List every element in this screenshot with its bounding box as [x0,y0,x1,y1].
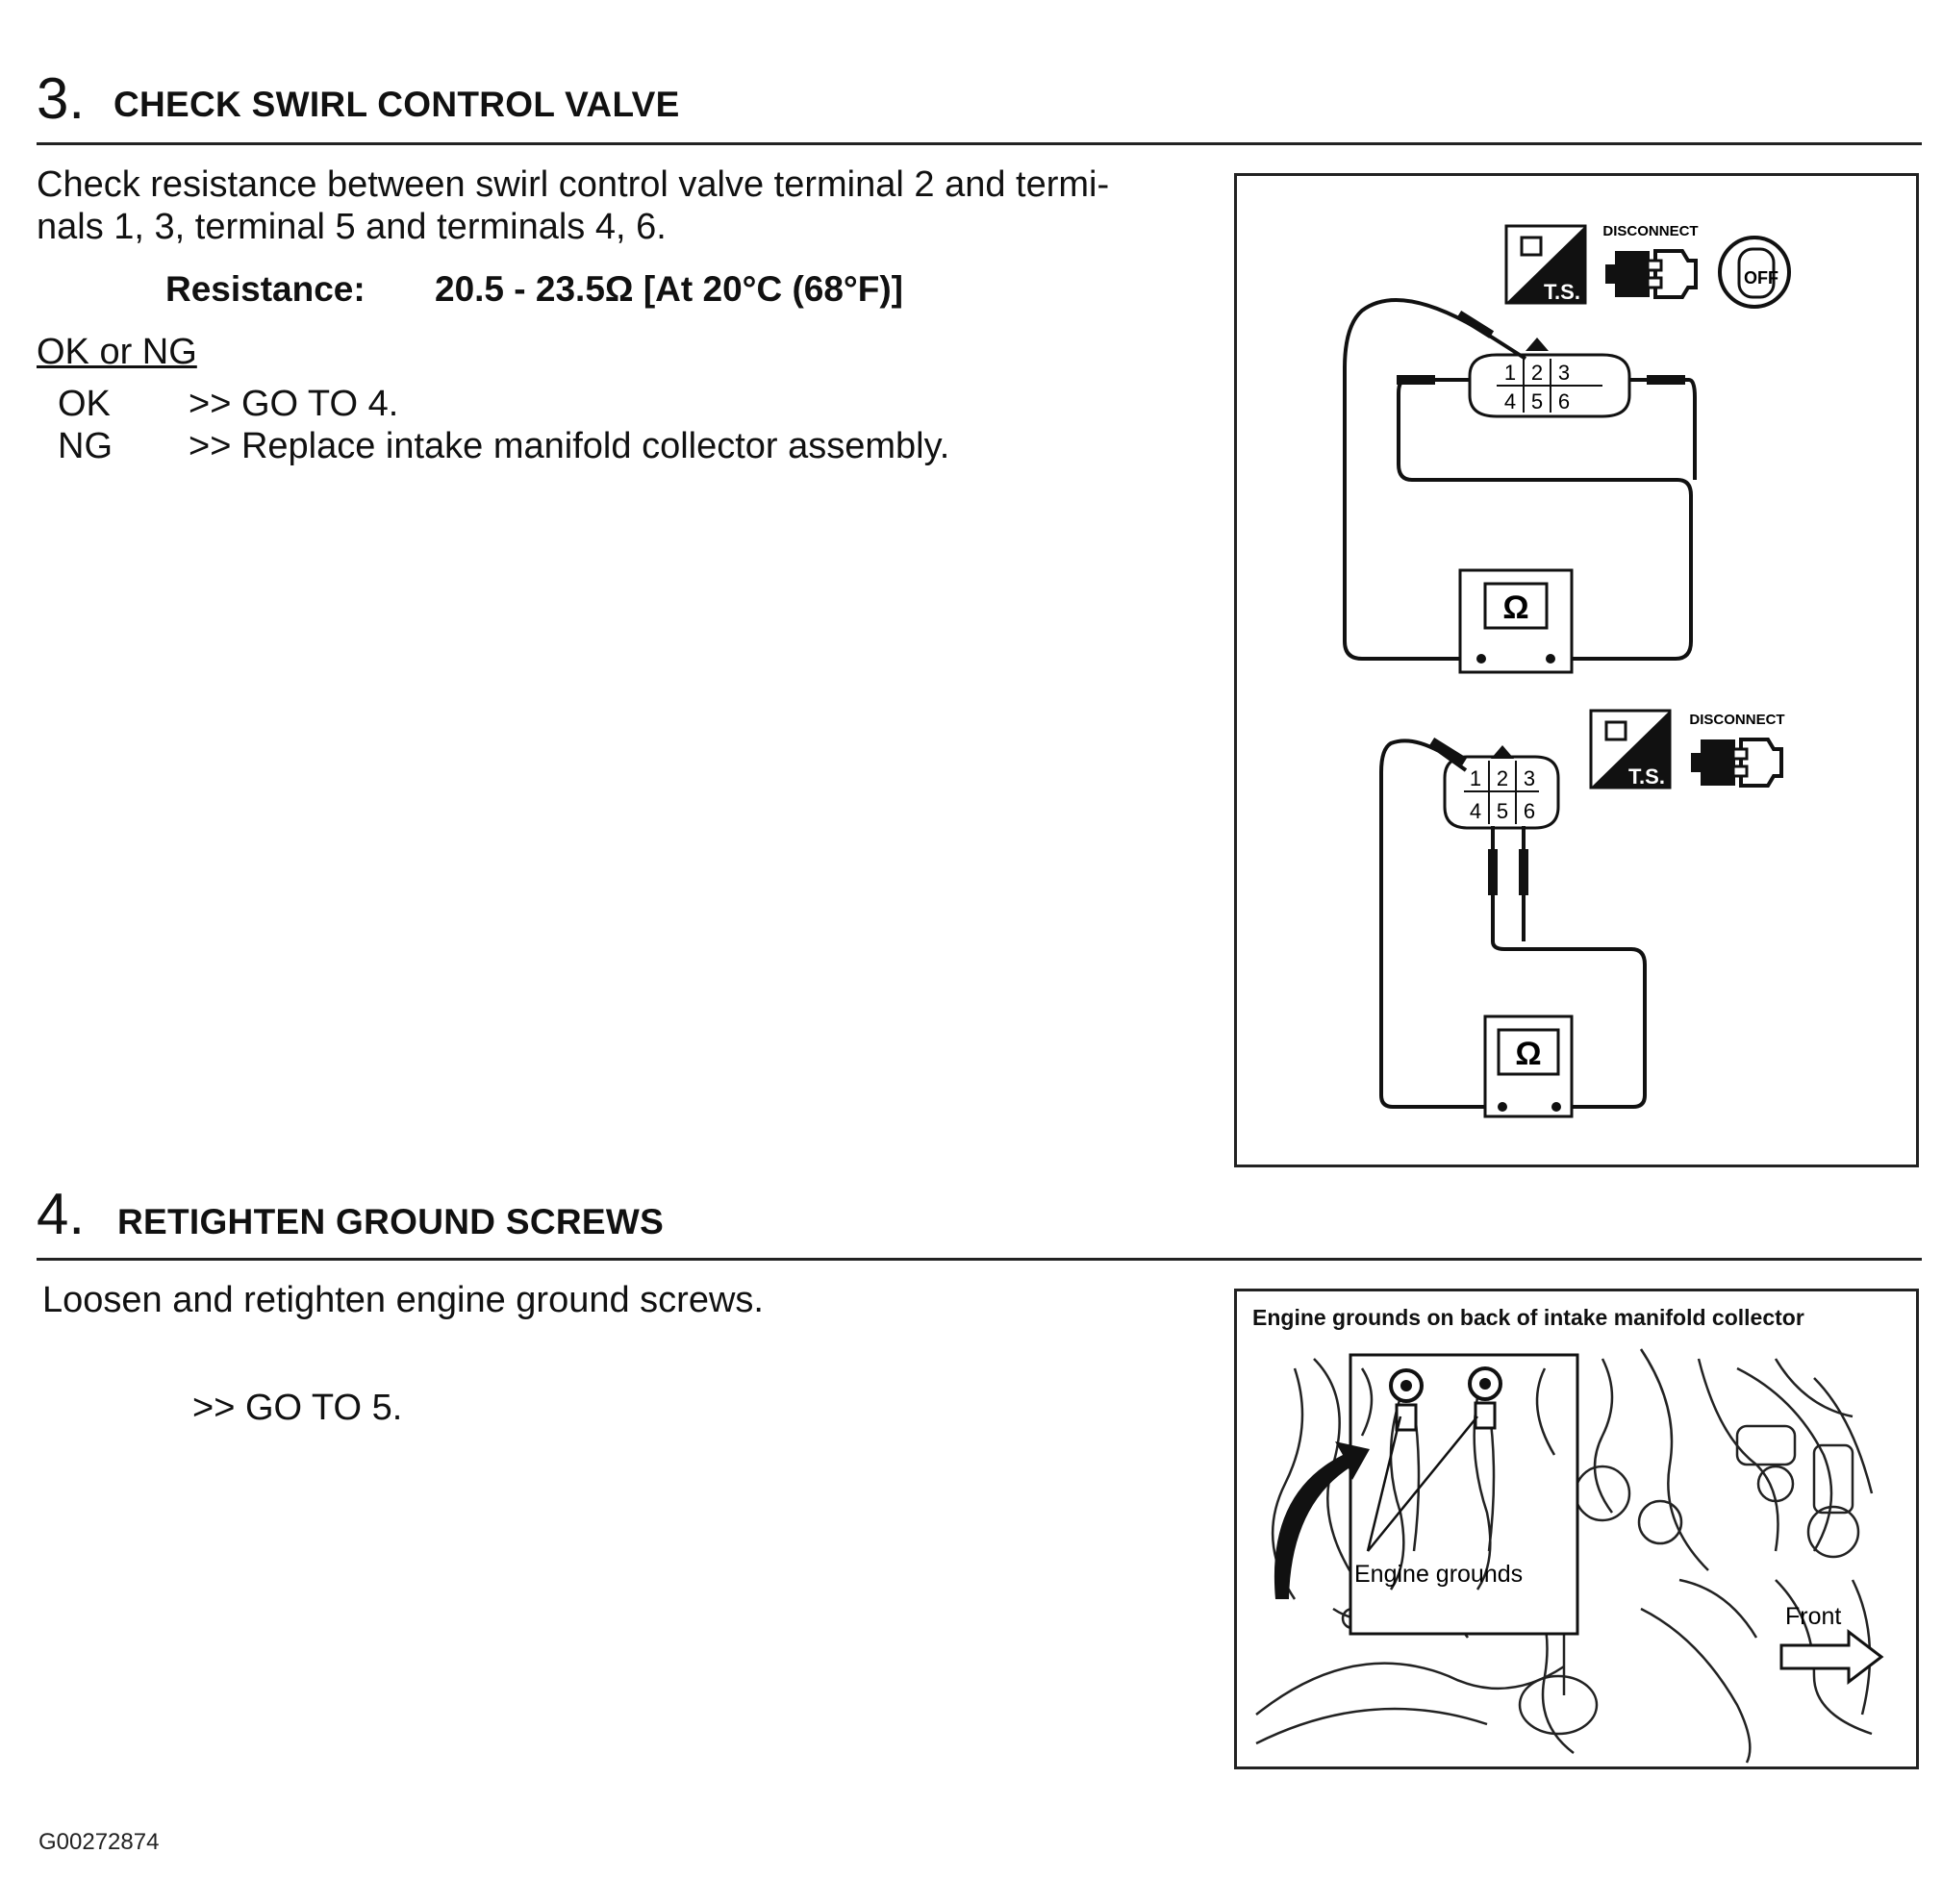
step-3-rule [37,142,1922,145]
engine-grounds-figure: Engine grounds on back of intake manifol… [1234,1289,1919,1769]
swirl-valve-connector-bottom: 1 2 3 4 5 6 [1443,745,1560,830]
disconnect-connector-icon [1603,249,1698,299]
ohmmeter-top: Ω [1458,568,1574,674]
resistance-check-diagram: T.S. DISCONNECT OFF 1 2 3 4 5 6 [1343,223,1791,1118]
svg-text:6: 6 [1524,799,1535,823]
svg-text:2: 2 [1497,766,1508,790]
step-4-goto: >> GO TO 5. [192,1388,403,1428]
front-label: Front [1785,1603,1841,1630]
top-probe-wires [1343,298,1697,661]
result-action-ng: >> Replace intake manifold collector ass… [189,426,950,466]
step-4-rule [37,1258,1922,1261]
curved-arrow-icon [1274,1441,1370,1599]
disconnect-label-top: DISCONNECT [1602,223,1698,239]
result-code-ok: OK [58,384,111,424]
engine-grounds-label: Engine grounds [1354,1561,1523,1588]
resistance-check-figure: T.S. DISCONNECT OFF 1 2 3 4 5 6 [1234,173,1919,1167]
test-set-icon-bottom: T.S. [1589,709,1672,789]
resistance-value: 20.5 - 23.5Ω [At 20°C (68°F)] [435,269,903,309]
svg-text:1: 1 [1470,766,1481,790]
svg-text:1: 1 [1504,361,1516,385]
step-3-instruction-line-1: Check resistance between swirl control v… [37,164,1110,205]
test-set-icon: T.S. [1504,224,1587,305]
bottom-probe-tips [1429,738,1528,895]
svg-text:6: 6 [1558,389,1570,413]
ohmmeter-bottom: Ω [1483,1015,1574,1118]
ohm-symbol-bottom: Ω [1515,1036,1541,1072]
step-3-instruction-line-2: nals 1, 3, terminal 5 and terminals 4, 6… [37,207,667,247]
swirl-valve-connector-top: 1 2 3 4 5 6 [1468,338,1631,418]
front-arrow-icon [1779,1628,1884,1686]
ignition-off-icon: OFF [1718,236,1791,309]
ground-bolt-left-icon [1389,1368,1424,1432]
svg-text:2: 2 [1531,361,1543,385]
top-probe-tips [1397,311,1685,385]
result-heading: OK or NG [37,332,197,372]
step-4-number: 4. [37,1182,86,1246]
ground-bolt-right-icon [1468,1366,1502,1430]
result-action-ok: >> GO TO 4. [189,384,399,424]
svg-text:3: 3 [1524,766,1535,790]
svg-text:3: 3 [1558,361,1570,385]
engine-bay-illustration: Engine grounds Front [1255,1348,1884,1764]
disconnect-connector-icon-bottom [1689,738,1783,788]
off-label: OFF [1744,268,1778,288]
grounds-inset [1349,1353,1579,1636]
ohm-symbol-top: Ω [1502,589,1528,626]
step-4-title: RETIGHTEN GROUND SCREWS [117,1202,665,1241]
engine-grounds-caption: Engine grounds on back of intake manifol… [1252,1305,1804,1330]
svg-text:5: 5 [1531,389,1543,413]
disconnect-label-bottom: DISCONNECT [1689,712,1784,728]
step-3-title: CHECK SWIRL CONTROL VALVE [113,85,680,124]
step-4-instruction: Loosen and retighten engine ground screw… [42,1280,764,1320]
svg-text:5: 5 [1497,799,1508,823]
result-code-ng: NG [58,426,113,466]
ts-label-bottom: T.S. [1628,764,1665,789]
grounds-leader-lines [1366,1415,1478,1552]
resistance-label: Resistance: [165,269,366,309]
svg-text:4: 4 [1504,389,1516,413]
step-3-number: 3. [37,66,86,131]
svg-text:4: 4 [1470,799,1481,823]
ts-label-top: T.S. [1544,280,1580,304]
document-id: G00272874 [38,1829,160,1855]
